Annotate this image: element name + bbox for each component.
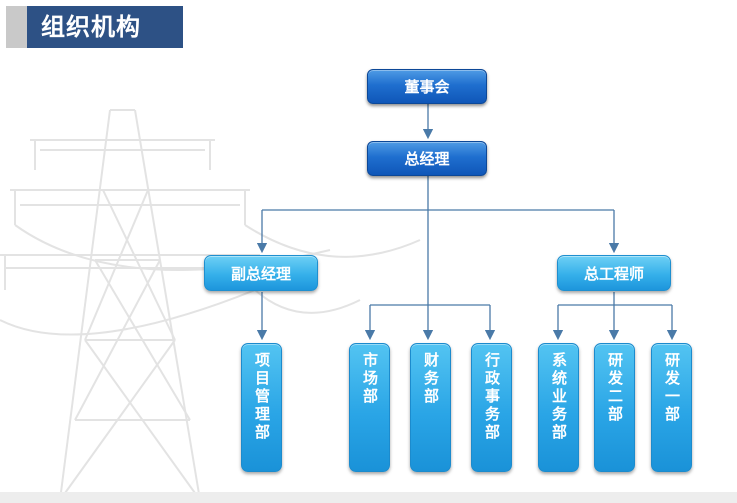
node-rd-1-dept[interactable]: 研发一部 bbox=[651, 343, 692, 472]
page-header: 组织机构 bbox=[6, 6, 183, 48]
node-chief-engineer[interactable]: 总工程师 bbox=[557, 255, 671, 291]
node-admin-dept[interactable]: 行政事务部 bbox=[471, 343, 512, 472]
header-accent bbox=[6, 6, 27, 48]
page-title: 组织机构 bbox=[27, 6, 183, 48]
node-deputy-manager[interactable]: 副总经理 bbox=[204, 255, 318, 291]
node-system-business-dept[interactable]: 系统业务部 bbox=[538, 343, 579, 472]
node-finance-dept[interactable]: 财务部 bbox=[410, 343, 451, 472]
node-general-manager[interactable]: 总经理 bbox=[367, 141, 487, 176]
node-project-mgmt-dept[interactable]: 项目管理部 bbox=[241, 343, 282, 472]
node-rd-2-dept[interactable]: 研发二部 bbox=[594, 343, 635, 472]
node-board[interactable]: 董事会 bbox=[367, 69, 487, 104]
node-market-dept[interactable]: 市场部 bbox=[349, 343, 390, 472]
